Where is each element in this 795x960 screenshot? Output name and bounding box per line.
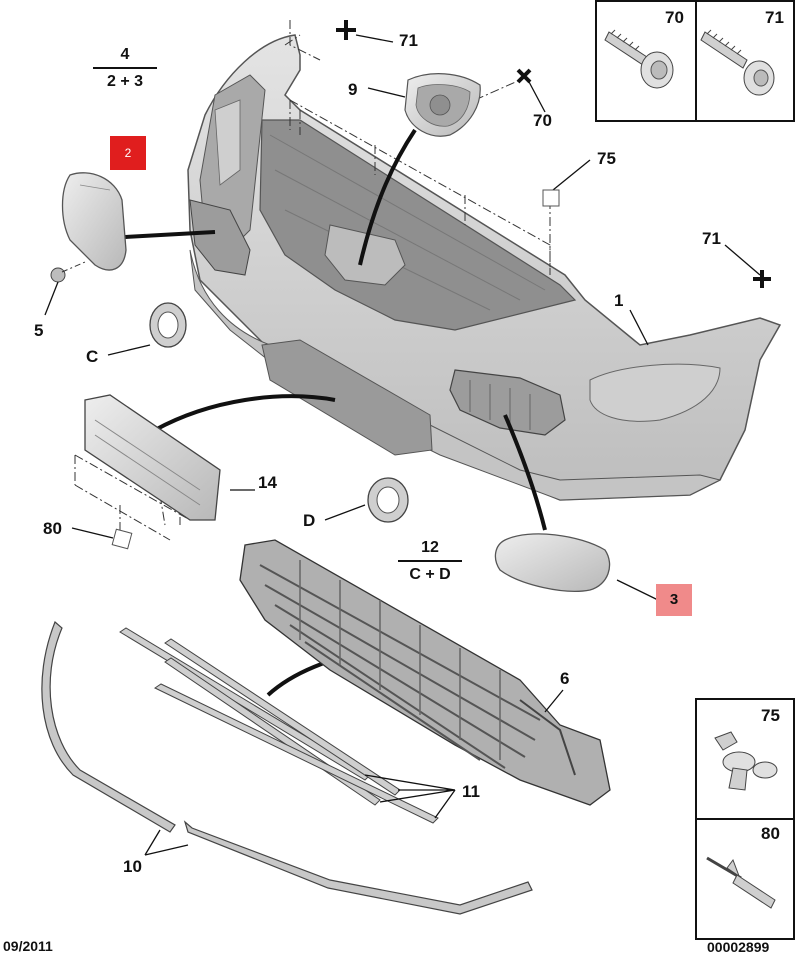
callout-11: 11 <box>462 782 480 801</box>
part-10-trim <box>41 620 533 915</box>
group-12-divider <box>398 560 462 562</box>
group-12-members: C + D <box>409 566 451 583</box>
connector-curves <box>124 128 547 697</box>
badge-part-3[interactable]: 3 <box>656 584 692 616</box>
part-c-ring <box>149 302 187 348</box>
callout-6: 6 <box>560 669 570 688</box>
inset-divider-horizontal <box>697 818 793 820</box>
inset-fasteners-75-80: 75 80 <box>695 698 795 940</box>
inset-divider <box>695 2 697 120</box>
part-11-strips <box>119 627 439 824</box>
callout-1: 1 <box>614 291 624 310</box>
part-9-badge <box>404 73 481 137</box>
clip-markers <box>111 189 560 550</box>
footer-date: 09/2011 <box>3 938 53 954</box>
group-4-label: 4 2 + 3 <box>85 47 165 90</box>
part-6-lower-grille <box>239 539 611 806</box>
screw-71-icon <box>700 29 775 96</box>
inset-fasteners-70-71: 70 71 <box>595 0 795 122</box>
callout-80: 80 <box>43 519 62 538</box>
footer-reference: 00002899 <box>707 939 770 955</box>
callout-d: D <box>303 511 316 530</box>
callout-71-top: 71 <box>399 31 418 50</box>
screw-illustrations <box>604 29 775 96</box>
group-12-label: 12 C + D <box>390 540 470 583</box>
clip-illustrations <box>706 731 778 909</box>
bumper-shell <box>187 34 782 501</box>
group-4-members: 2 + 3 <box>106 73 144 90</box>
clip-75-icon <box>714 731 778 791</box>
part-2-cover <box>61 172 127 271</box>
callout-75: 75 <box>597 149 616 168</box>
badge-part-2[interactable]: 2 <box>110 136 146 170</box>
group-4-number: 4 <box>120 46 130 63</box>
callout-c: C <box>86 347 99 366</box>
inset-label-70: 70 <box>665 8 684 27</box>
screw-70-icon <box>604 29 674 89</box>
leader-lines <box>44 34 761 856</box>
callout-71-right: 71 <box>702 229 721 248</box>
part-14-plate-holder <box>84 394 221 521</box>
rivet-80-icon <box>706 856 776 909</box>
inset-label-71: 71 <box>765 8 784 27</box>
callout-14: 14 <box>258 473 277 492</box>
part-3-cover <box>494 533 611 592</box>
inset-label-80: 80 <box>761 824 780 843</box>
inset-label-75: 75 <box>761 706 780 725</box>
group-12-number: 12 <box>421 539 439 556</box>
callout-10: 10 <box>123 857 142 876</box>
group-4-divider <box>93 67 157 69</box>
callout-70: 70 <box>533 111 552 130</box>
fastener-markers <box>336 20 771 288</box>
part-5-clip <box>50 261 86 283</box>
callout-5: 5 <box>34 321 44 340</box>
callout-9: 9 <box>348 80 358 99</box>
part-d-ring <box>367 477 409 523</box>
